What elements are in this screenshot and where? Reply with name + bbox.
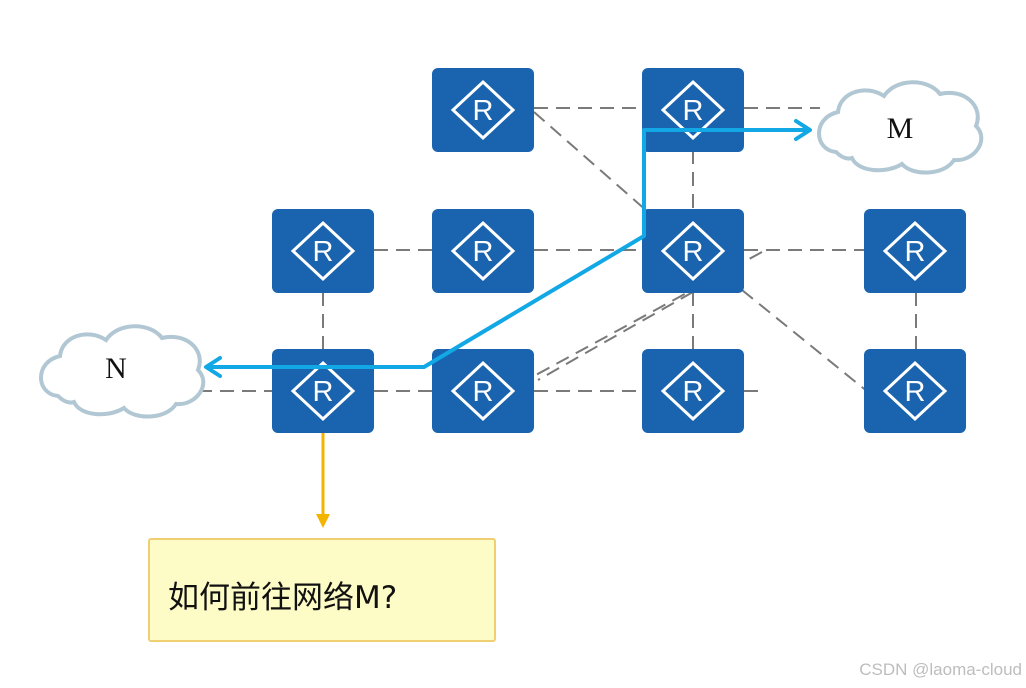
- router-body: [432, 68, 534, 152]
- router-icon: [660, 220, 726, 282]
- router-body: [432, 209, 534, 293]
- router-body: [272, 349, 374, 433]
- router-label: R: [683, 95, 704, 127]
- router-node[interactable]: R: [432, 68, 534, 152]
- question-pointer: [316, 433, 330, 528]
- router-body: [864, 349, 966, 433]
- route-path-n-to-m: [204, 119, 812, 378]
- cloud-m-shape: [817, 80, 984, 175]
- router-label: R: [473, 376, 494, 408]
- cloud-n-shape: [39, 324, 206, 419]
- cloud-m-label: M: [887, 112, 914, 145]
- dashed-links: [198, 107, 917, 393]
- route-path-line: [206, 128, 810, 369]
- router-label: R: [473, 236, 494, 268]
- router-icon: [660, 79, 726, 141]
- router-node[interactable]: R: [864, 209, 966, 293]
- watermark: CSDN @laoma-cloud: [859, 660, 1022, 679]
- router-node[interactable]: R: [272, 209, 374, 293]
- router-label: R: [905, 376, 926, 408]
- link-r1-r5: [533, 111, 649, 213]
- router-icon: [450, 360, 516, 422]
- router-body: [642, 349, 744, 433]
- router-icon: [882, 360, 948, 422]
- router-icon: [660, 360, 726, 422]
- router-node[interactable]: R: [642, 209, 744, 293]
- router-icon: [290, 360, 356, 422]
- router-label: R: [313, 376, 334, 408]
- router-node[interactable]: R: [642, 68, 744, 152]
- router-node[interactable]: R: [642, 349, 744, 433]
- link-r5-r8-lower: [537, 291, 694, 381]
- router-icon: [882, 220, 948, 282]
- router-body: [432, 349, 534, 433]
- network-cloud-m: M: [817, 80, 984, 175]
- router-label: R: [905, 236, 926, 268]
- router-icon: [450, 220, 516, 282]
- link-r5-r10: [741, 289, 869, 393]
- router-node[interactable]: R: [864, 349, 966, 433]
- question-pointer-arrowhead: [316, 514, 330, 528]
- router-node[interactable]: R: [432, 349, 534, 433]
- router-body: [272, 209, 374, 293]
- router-label: R: [683, 236, 704, 268]
- router-label: R: [313, 236, 334, 268]
- network-cloud-n: N: [39, 324, 206, 419]
- router-icon: [290, 220, 356, 282]
- route-arrowhead-n: [204, 356, 222, 378]
- router-node[interactable]: R: [432, 209, 534, 293]
- question-text: 如何前往网络M?: [168, 580, 398, 616]
- route-arrowhead-m: [794, 119, 812, 141]
- router-icon: [450, 79, 516, 141]
- router-node[interactable]: R: [272, 349, 374, 433]
- router-label: R: [473, 95, 494, 127]
- cloud-n-label: N: [105, 352, 127, 385]
- question-callout: 如何前往网络M?: [148, 538, 496, 642]
- router-body: [864, 209, 966, 293]
- router-body: [642, 209, 744, 293]
- router-label: R: [683, 376, 704, 408]
